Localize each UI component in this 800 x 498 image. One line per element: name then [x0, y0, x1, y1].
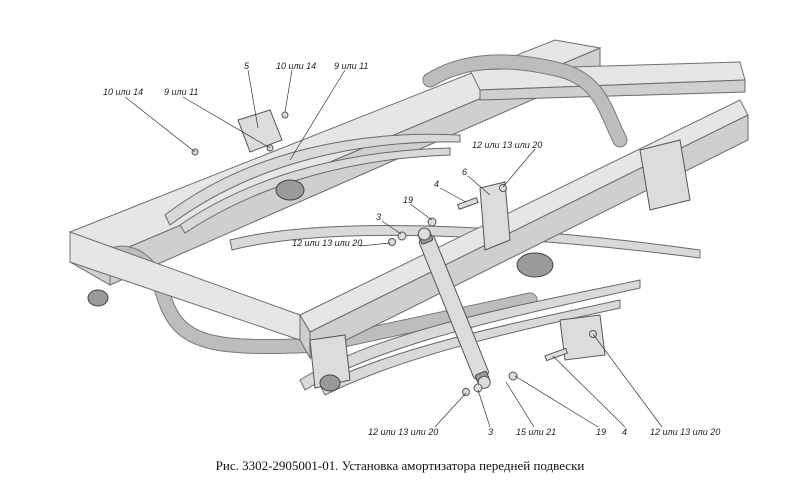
callout-10-or-14-top: 10 или 14 [276, 61, 316, 71]
callout-labels: 10 или 14 9 или 11 5 10 или 14 9 или 11 … [103, 61, 720, 437]
figure-caption: Рис. 3302-2905001-01. Установка амортиза… [215, 458, 585, 473]
callout-19-upper: 19 [403, 195, 413, 205]
callout-10-or-14-left: 10 или 14 [103, 87, 143, 97]
leaf-spring-near [229, 225, 701, 396]
callout-5: 5 [244, 61, 250, 71]
leaf-spring-far [164, 133, 461, 234]
callout-4-lower: 4 [622, 427, 627, 437]
callout-9-or-11-left: 9 или 11 [164, 87, 198, 97]
spring-brackets [87, 109, 691, 392]
callout-12-13-20-bottom-right: 12 или 13 или 20 [650, 427, 720, 437]
callout-6: 6 [462, 167, 467, 177]
callout-12-13-20-bottom-left: 12 или 13 или 20 [368, 427, 438, 437]
stabilizer-bar [92, 54, 628, 355]
callout-3-upper: 3 [376, 212, 381, 222]
leader-lines [124, 69, 663, 428]
callout-15-or-21: 15 или 21 [516, 427, 556, 437]
callout-19-lower: 19 [596, 427, 606, 437]
callout-12-13-20-middle: 12 или 13 или 20 [292, 238, 362, 248]
callout-9-or-11-top: 9 или 11 [334, 61, 368, 71]
callout-12-13-20-upper: 12 или 13 или 20 [472, 140, 542, 150]
frame-rail-near [69, 99, 749, 360]
shock-absorber [417, 227, 491, 389]
callout-4-upper: 4 [434, 179, 439, 189]
callout-3-lower: 3 [488, 427, 493, 437]
fasteners [191, 111, 597, 396]
